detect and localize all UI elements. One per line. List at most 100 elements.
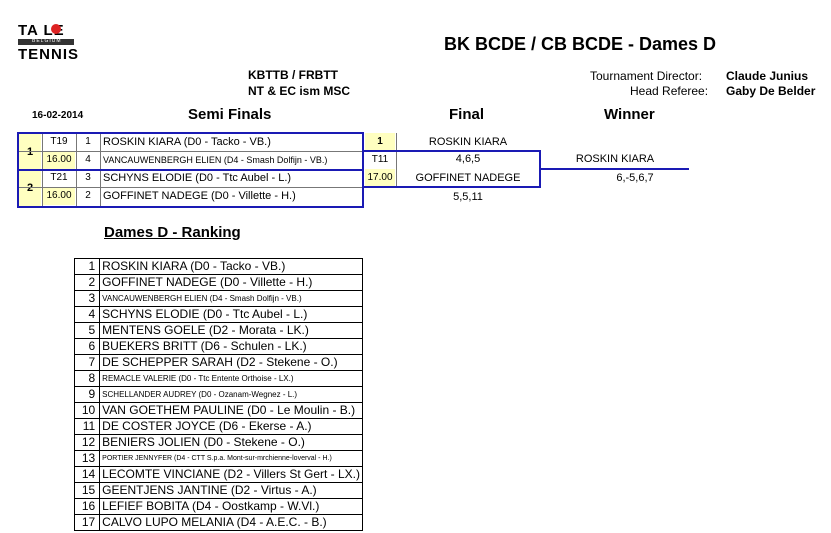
rank-player: PORTIER JENNYFER (D4 - CTT S.p.a. Mont-s… — [99, 450, 363, 467]
rank-player: LEFIEF BOBITA (D4 - Oostkamp - W.Vl.) — [99, 498, 363, 515]
logo-text-bottom: TENNIS — [18, 46, 80, 63]
semi-1-seed-2: 4 — [85, 154, 91, 165]
rank-number: 17 — [73, 514, 101, 531]
semi-2-player-1: SCHYNS ELODIE (D0 - Ttc Aubel - L.) — [103, 172, 292, 184]
semi-1-player-1: ROSKIN KIARA (D0 - Tacko - VB.) — [103, 136, 271, 148]
page-title: BK BCDE / CB BCDE - Dames D — [444, 34, 717, 54]
rank-player: VANCAUWENBERGH ELIEN (D4 - Smash Dolfijn… — [99, 290, 363, 307]
rank-number: 6 — [73, 338, 101, 355]
semi-2-box — [17, 169, 364, 208]
rank-number: 15 — [73, 482, 101, 499]
grid-line — [17, 187, 363, 188]
logo-band: BELGIUM — [18, 38, 74, 45]
rank-player: DE COSTER JOYCE (D6 - Ekerse - A.) — [99, 418, 363, 435]
rank-number: 16 — [73, 498, 101, 515]
rank-number: 1 — [73, 258, 101, 275]
winner-name: ROSKIN KIARA — [575, 153, 655, 165]
semi-1-match-number: 1 — [19, 134, 41, 170]
rank-number: 13 — [73, 450, 101, 467]
org-line-1: KBTTB / FRBTT — [248, 68, 338, 82]
org-line-2: NT & EC ism MSC — [248, 84, 351, 98]
grid-line — [396, 133, 397, 187]
semi-2-table: T21 — [50, 172, 68, 183]
rank-number: 7 — [73, 354, 101, 371]
final-score-1: 4,6,5 — [455, 153, 481, 165]
ball-icon — [51, 24, 61, 34]
rank-player: SCHELLANDER AUDREY (D0 - Ozanam-Wegnez -… — [99, 386, 363, 403]
semi-2-match-number: 2 — [19, 170, 41, 206]
director-name: Claude Junius — [726, 69, 809, 83]
rank-number: 14 — [73, 466, 101, 483]
director-label: Tournament Director: — [590, 69, 703, 83]
rank-number: 4 — [73, 306, 101, 323]
semi-2-time: 16.00 — [43, 187, 75, 205]
final-time: 17.00 — [365, 169, 395, 187]
semi-1-box — [17, 132, 364, 171]
rank-player: DE SCHEPPER SARAH (D2 - Stekene - O.) — [99, 354, 363, 371]
rank-player: LECOMTE VINCIANE (D2 - Villers St Gert -… — [99, 466, 363, 483]
rank-player: MENTENS GOELE (D2 - Morata - LK.) — [99, 322, 363, 339]
winner-score: 6,-5,6,7 — [616, 172, 654, 184]
rank-player: REMACLE VALERIE (D0 - Ttc Entente Orthoi… — [99, 370, 363, 387]
semi-1-time: 16.00 — [43, 151, 75, 169]
rank-number: 9 — [73, 386, 101, 403]
rank-number: 2 — [73, 274, 101, 291]
final-connector-bottom — [364, 186, 541, 188]
rank-player: GEENTJENS JANTINE (D2 - Virtus - A.) — [99, 482, 363, 499]
semi-1-player-2: VANCAUWENBERGH ELIEN (D4 - Smash Dolfijn… — [103, 155, 328, 165]
logo-band-text: BELGIUM — [32, 38, 62, 44]
final-player-1: ROSKIN KIARA — [428, 136, 508, 148]
rank-number: 3 — [73, 290, 101, 307]
table-tennis-logo: TA LE BELGIUM TENNIS — [18, 22, 78, 68]
header-final: Final — [449, 106, 485, 123]
rank-player: BUEKERS BRITT (D6 - Schulen - LK.) — [99, 338, 363, 355]
final-connector-right — [539, 150, 541, 188]
semi-2-seed-2: 2 — [85, 190, 91, 201]
semi-2-player-2: GOFFINET NADEGE (D0 - Villette - H.) — [103, 190, 296, 202]
final-match-number: 1 — [365, 133, 395, 151]
final-connector-top — [364, 150, 541, 152]
referee-label: Head Referee: — [630, 84, 709, 98]
final-player-2: GOFFINET NADEGE — [415, 172, 521, 184]
winner-line — [541, 168, 689, 170]
rank-number: 11 — [73, 418, 101, 435]
rank-number: 10 — [73, 402, 101, 419]
rank-player: SCHYNS ELODIE (D0 - Ttc Aubel - L.) — [99, 306, 363, 323]
semi-1-seed-1: 1 — [85, 136, 91, 147]
rank-number: 12 — [73, 434, 101, 451]
header-semi-finals: Semi Finals — [188, 106, 272, 123]
header-winner: Winner — [604, 106, 655, 123]
referee-name: Gaby De Belder — [726, 84, 816, 98]
grid-line — [17, 151, 363, 152]
rank-player: BENIERS JOLIEN (D0 - Stekene - O.) — [99, 434, 363, 451]
ranking-title: Dames D - Ranking — [104, 224, 241, 241]
rank-number: 5 — [73, 322, 101, 339]
rank-player: ROSKIN KIARA (D0 - Tacko - VB.) — [99, 258, 363, 275]
rank-number: 8 — [73, 370, 101, 387]
final-score-2: 5,5,11 — [453, 191, 483, 203]
final-table: T11 — [371, 154, 389, 165]
rank-player: CALVO LUPO MELANIA (D4 - A.E.C. - B.) — [99, 514, 363, 531]
semi-1-table: T19 — [50, 136, 68, 147]
semi-2-seed-1: 3 — [85, 172, 91, 183]
rank-player: VAN GOETHEM PAULINE (D0 - Le Moulin - B.… — [99, 402, 363, 419]
event-date: 16-02-2014 — [32, 110, 84, 121]
